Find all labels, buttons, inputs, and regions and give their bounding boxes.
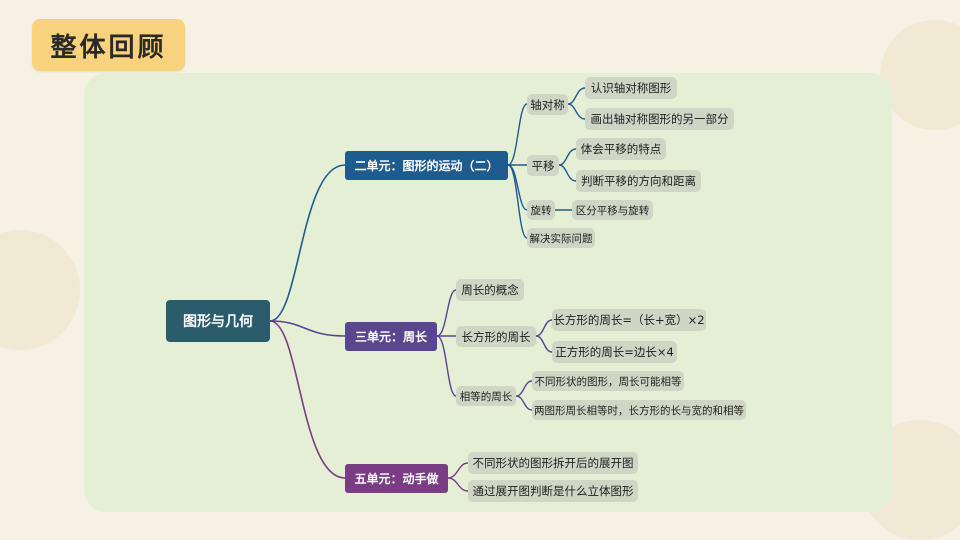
- link-translate-items: [558, 148, 577, 182]
- unit3-node: 三单元：周长: [345, 322, 437, 351]
- link-unit3-equal: [436, 335, 457, 397]
- link-equal-items: [515, 380, 533, 411]
- link-unit5-items: [447, 462, 469, 492]
- translate-item-1: 体会平移的特点: [576, 138, 666, 160]
- unit2-node: 二单元：图形的运动（二）: [345, 151, 508, 180]
- equal-perimeter-node: 相等的周长: [456, 386, 516, 406]
- background-decoration: [880, 20, 960, 130]
- link-root-unit5: [269, 320, 346, 479]
- translate-item-2: 判断平移的方向和距离: [576, 170, 701, 192]
- title-banner: 整体回顾: [32, 19, 185, 71]
- equal-item-1: 不同形状的图形，周长可能相等: [532, 371, 684, 391]
- unit5-item-1: 不同形状的图形拆开后的展开图: [468, 452, 638, 474]
- rect-item-2: 正方形的周长=边长×4: [552, 341, 677, 363]
- root-node: 图形与几何: [166, 300, 270, 342]
- axis-symmetry-node: 轴对称: [527, 94, 568, 115]
- link-unit2-axis: [507, 103, 528, 166]
- axis-item-2: 画出轴对称图形的另一部分: [585, 108, 734, 130]
- rotate-node: 旋转: [527, 200, 555, 220]
- page-title: 整体回顾: [50, 32, 167, 63]
- link-unit2-solve: [507, 164, 528, 239]
- solve-problem-node: 解决实际问题: [527, 228, 595, 248]
- link-root-unit2: [269, 164, 346, 322]
- perimeter-concept-node: 周长的概念: [456, 279, 524, 301]
- axis-item-1: 认识轴对称图形: [585, 77, 677, 99]
- translate-node: 平移: [527, 155, 559, 176]
- rect-perimeter-node: 长方形的周长: [456, 326, 536, 347]
- link-unit3-concept: [436, 289, 457, 337]
- rotate-item-1: 区分平移与旋转: [572, 200, 653, 220]
- link-axis-items: [567, 87, 586, 120]
- unit5-node: 五单元：动手做: [345, 464, 448, 493]
- unit5-item-2: 通过展开图判断是什么立体图形: [468, 480, 638, 502]
- equal-item-2: 两图形周长相等时，长方形的长与宽的和相等: [532, 400, 746, 420]
- link-rect-items: [535, 319, 553, 353]
- link-root-unit3: [269, 320, 346, 337]
- rect-item-1: 长方形的周长=（长+宽）×2: [552, 309, 706, 331]
